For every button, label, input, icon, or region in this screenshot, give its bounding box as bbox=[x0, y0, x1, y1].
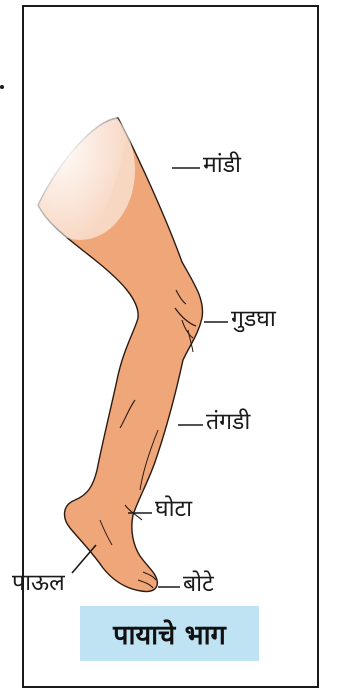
label-shin: तंगडी bbox=[206, 411, 250, 434]
label-knee: गुडघा bbox=[231, 308, 276, 331]
label-foot: पाऊल bbox=[12, 572, 65, 595]
caption: पायाचे भाग bbox=[80, 606, 259, 661]
label-thigh: मांडी bbox=[203, 154, 241, 177]
label-toes: बोटे bbox=[183, 573, 214, 596]
leader-foot bbox=[72, 545, 96, 573]
label-ankle: घोटा bbox=[155, 498, 192, 521]
